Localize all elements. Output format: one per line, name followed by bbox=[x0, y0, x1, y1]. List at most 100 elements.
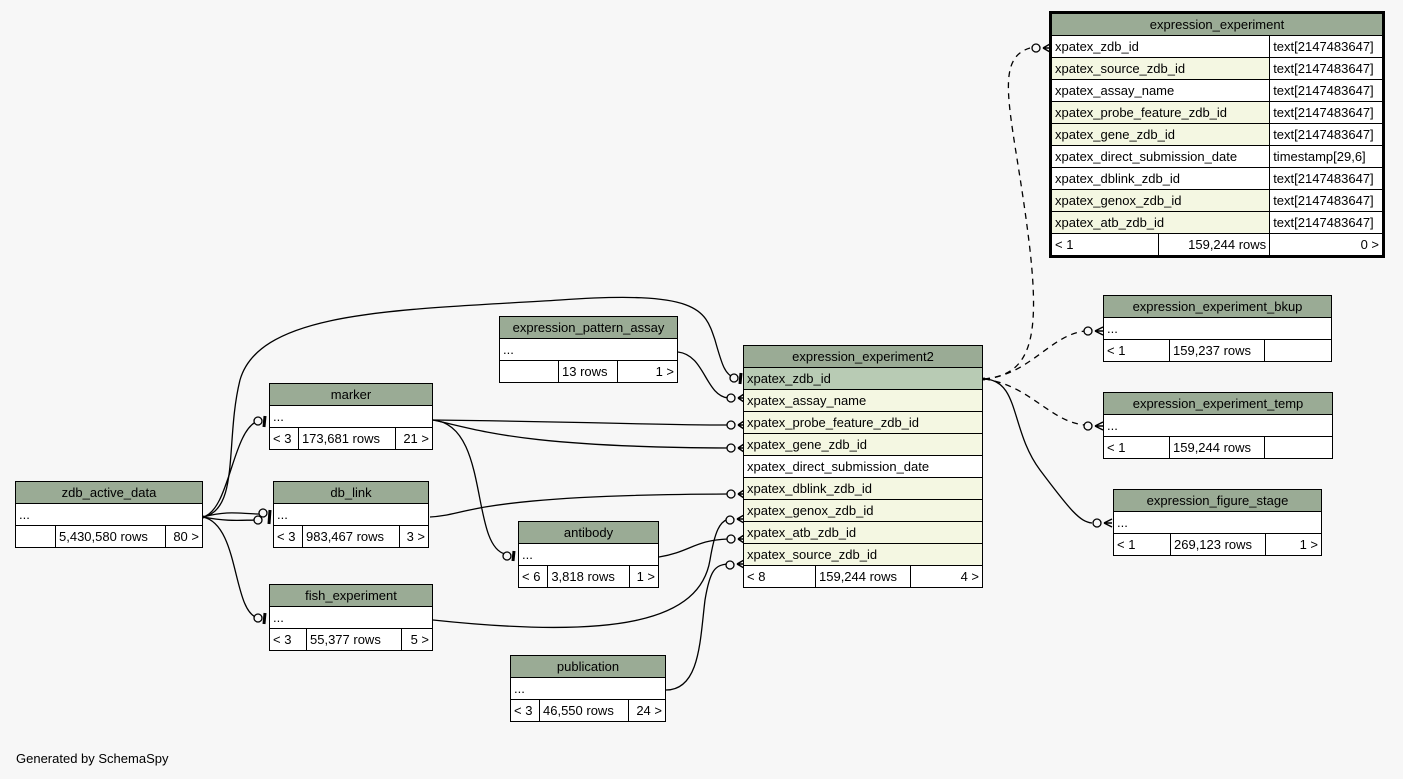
table-title[interactable]: fish_experiment bbox=[269, 584, 433, 607]
children-count[interactable]: 4 > bbox=[910, 565, 983, 588]
edge-zdb-active-data-to-db-link-1 bbox=[202, 512, 261, 518]
row-count: 173,681 rows bbox=[297, 427, 396, 450]
table-footer: < 8 159,244 rows 4 > bbox=[743, 565, 983, 588]
children-count[interactable]: 1 > bbox=[1265, 533, 1322, 556]
edge-one-bar bbox=[262, 612, 267, 625]
parents-count[interactable]: < 1 bbox=[1113, 533, 1171, 556]
children-count[interactable]: 80 > bbox=[164, 525, 204, 548]
children-count[interactable]: 5 > bbox=[400, 628, 434, 651]
parents-count[interactable] bbox=[499, 360, 559, 383]
edge-fish-to-ee2-genox bbox=[432, 518, 729, 629]
table-title[interactable]: expression_figure_stage bbox=[1113, 489, 1322, 512]
table-antibody[interactable]: antibody ... < 6 3,818 rows 1 > bbox=[517, 521, 660, 588]
column-type: text[2147483647] bbox=[1269, 167, 1384, 190]
table-footer: < 1 159,244 rows bbox=[1103, 436, 1333, 459]
column-name[interactable]: xpatex_direct_submission_date bbox=[743, 455, 983, 478]
children-count[interactable] bbox=[1264, 436, 1333, 459]
edge-ee2-to-bkup bbox=[983, 330, 1086, 380]
column-name[interactable]: xpatex_gene_zdb_id bbox=[1049, 123, 1271, 146]
edge-db-link-to-ee2-dblink bbox=[429, 493, 729, 518]
edge-crowsfoot bbox=[736, 559, 745, 569]
table-marker[interactable]: marker ... < 3 173,681 rows 21 > bbox=[269, 383, 434, 450]
table-publication[interactable]: publication ... < 3 46,550 rows 24 > bbox=[510, 655, 667, 722]
parents-count[interactable]: < 1 bbox=[1103, 339, 1170, 362]
column-row: xpatex_genox_zdb_id bbox=[743, 499, 983, 522]
table-expression-pattern-assay[interactable]: expression_pattern_assay ... 13 rows 1 > bbox=[499, 316, 678, 383]
parents-count[interactable]: < 3 bbox=[269, 427, 299, 450]
column-row: xpatex_assay_name bbox=[743, 389, 983, 412]
row-count: 46,550 rows bbox=[539, 699, 629, 722]
table-title[interactable]: db_link bbox=[273, 481, 429, 504]
table-fish-experiment[interactable]: fish_experiment ... < 3 55,377 rows 5 > bbox=[269, 584, 434, 651]
table-footer: < 1 159,244 rows 0 > bbox=[1050, 233, 1384, 257]
table-title[interactable]: expression_experiment_temp bbox=[1103, 392, 1333, 415]
table-title[interactable]: expression_pattern_assay bbox=[499, 316, 678, 339]
edge-zdb-active-data-to-ee2-zdb-id bbox=[202, 296, 736, 518]
table-expression-experiment2[interactable]: expression_experiment2 xpatex_zdb_id xpa… bbox=[743, 345, 983, 588]
children-count[interactable]: 0 > bbox=[1269, 233, 1384, 257]
column-name[interactable]: xpatex_zdb_id bbox=[743, 367, 983, 390]
table-title[interactable]: expression_experiment bbox=[1050, 12, 1384, 36]
children-count[interactable] bbox=[1264, 339, 1332, 362]
edge-ee2-to-temp bbox=[983, 378, 1086, 426]
edge-end-circle bbox=[1083, 421, 1093, 431]
column-name[interactable]: xpatex_genox_zdb_id bbox=[743, 499, 983, 522]
column-type: text[2147483647] bbox=[1269, 57, 1384, 80]
parents-count[interactable]: < 3 bbox=[269, 628, 307, 651]
table-title[interactable]: antibody bbox=[518, 521, 659, 544]
column-name[interactable]: xpatex_assay_name bbox=[743, 389, 983, 412]
parents-count[interactable]: < 3 bbox=[510, 699, 540, 722]
edge-ee2-to-figure-stage bbox=[983, 378, 1093, 524]
parents-count[interactable]: < 1 bbox=[1103, 436, 1170, 459]
row-count: 983,467 rows bbox=[302, 525, 400, 548]
edge-zdb-active-data-to-marker bbox=[202, 420, 259, 518]
edge-end-circle bbox=[1083, 326, 1093, 336]
column-name[interactable]: xpatex_zdb_id bbox=[1049, 35, 1271, 58]
table-title[interactable]: publication bbox=[510, 655, 666, 678]
column-name[interactable]: xpatex_genox_zdb_id bbox=[1049, 189, 1271, 212]
parents-count[interactable]: < 6 bbox=[517, 565, 549, 588]
table-expression-experiment-bkup[interactable]: expression_experiment_bkup ... < 1 159,2… bbox=[1103, 295, 1332, 362]
table-title[interactable]: expression_experiment_bkup bbox=[1103, 295, 1332, 318]
column-name[interactable]: xpatex_source_zdb_id bbox=[1049, 57, 1271, 80]
edge-end-circle bbox=[726, 534, 736, 544]
children-count[interactable]: 1 > bbox=[617, 360, 678, 383]
column-name[interactable]: xpatex_atb_zdb_id bbox=[743, 521, 983, 544]
column-name[interactable]: xpatex_atb_zdb_id bbox=[1049, 211, 1271, 234]
column-name[interactable]: xpatex_gene_zdb_id bbox=[743, 433, 983, 456]
children-count[interactable]: 1 > bbox=[628, 565, 660, 588]
table-expression-figure-stage[interactable]: expression_figure_stage ... < 1 269,123 … bbox=[1113, 489, 1322, 556]
row-count: 5,430,580 rows bbox=[55, 525, 166, 548]
columns-collapsed: ... bbox=[1103, 317, 1332, 340]
parents-count[interactable]: < 8 bbox=[743, 565, 816, 588]
children-count[interactable]: 3 > bbox=[398, 525, 430, 548]
table-footer: < 3 983,467 rows 3 > bbox=[273, 525, 430, 548]
columns-collapsed: ... bbox=[1113, 511, 1322, 534]
column-name[interactable]: xpatex_source_zdb_id bbox=[743, 543, 983, 566]
column-name[interactable]: xpatex_dblink_zdb_id bbox=[1049, 167, 1271, 190]
parents-count[interactable] bbox=[15, 525, 56, 548]
table-expression-experiment-temp[interactable]: expression_experiment_temp ... < 1 159,2… bbox=[1103, 392, 1333, 459]
column-row: xpatex_probe_feature_zdb_id bbox=[743, 411, 983, 434]
children-count[interactable]: 24 > bbox=[627, 699, 667, 722]
column-name[interactable]: xpatex_probe_feature_zdb_id bbox=[1049, 101, 1271, 124]
column-name[interactable]: xpatex_dblink_zdb_id bbox=[743, 477, 983, 500]
table-footer: 5,430,580 rows 80 > bbox=[15, 525, 204, 548]
parents-count[interactable]: < 3 bbox=[273, 525, 303, 548]
column-name[interactable]: xpatex_probe_feature_zdb_id bbox=[743, 411, 983, 434]
parents-count[interactable]: < 1 bbox=[1050, 233, 1159, 257]
column-name[interactable]: xpatex_assay_name bbox=[1049, 79, 1271, 102]
table-db-link[interactable]: db_link ... < 3 983,467 rows 3 > bbox=[273, 481, 430, 548]
column-name[interactable]: xpatex_direct_submission_date bbox=[1049, 145, 1271, 168]
table-title[interactable]: expression_experiment2 bbox=[743, 345, 983, 368]
column-type: text[2147483647] bbox=[1269, 189, 1384, 212]
table-title[interactable]: marker bbox=[269, 383, 433, 406]
table-zdb-active-data[interactable]: zdb_active_data ... 5,430,580 rows 80 > bbox=[15, 481, 204, 548]
edge-end-circle bbox=[253, 416, 263, 426]
edge-end-circle bbox=[253, 613, 263, 623]
children-count[interactable]: 21 > bbox=[394, 427, 434, 450]
edge-end-circle bbox=[502, 551, 512, 561]
table-title[interactable]: zdb_active_data bbox=[15, 481, 203, 504]
